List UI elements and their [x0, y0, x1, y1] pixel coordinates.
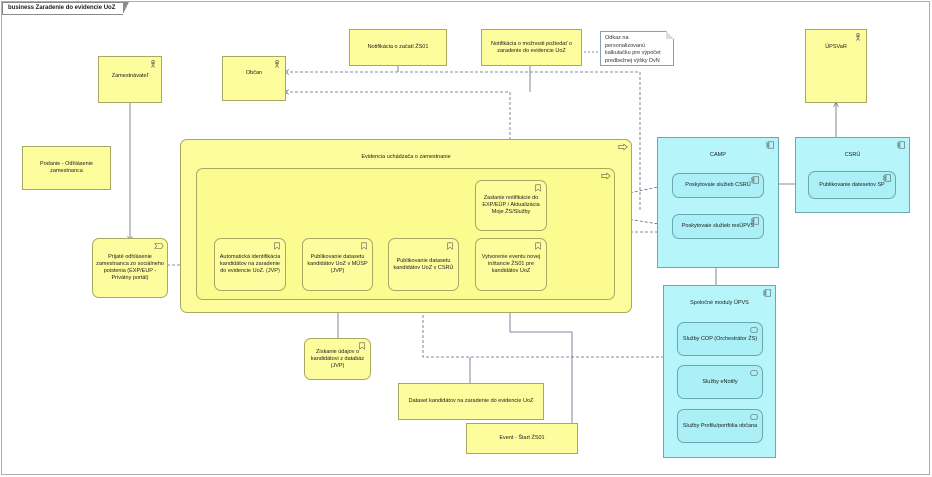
function-icon [274, 242, 280, 250]
function-icon [535, 184, 541, 192]
function-icon [535, 242, 541, 250]
component-icon [751, 176, 759, 184]
step-label: Zaslanie notifikácie do EXP/EÚP / Aktual… [482, 195, 540, 215]
step-publikovanie-csru[interactable]: Publikovanie datasetu kandidátov UoZ v C… [388, 238, 459, 291]
process-arrow-icon [618, 143, 628, 151]
step-label: Publikovanie datasetu kandidátov UoZ v M… [307, 254, 368, 274]
component-icon [751, 217, 759, 225]
actor-obcan[interactable]: Občan [222, 56, 286, 101]
flow-zaslanie-obcan [285, 92, 511, 180]
actor-icon [151, 60, 155, 68]
service-cop[interactable]: Služby COP (Orchestrátor ŽS) [677, 322, 763, 356]
component-camp-title: CAMP [710, 152, 726, 158]
service-profil[interactable]: Služby Profilu/portfólia občana [677, 409, 763, 443]
component-icon [897, 141, 905, 149]
actor-obcan-label: Občan [245, 70, 263, 76]
component-icon [750, 414, 758, 420]
note-kalkulacka-text: Odkaz na personalizovanú kalkulačku pre … [605, 35, 661, 64]
object-notif-zaciatok-label: Notifikácia o začatí ŽS01 [367, 44, 429, 50]
object-podanie-label: Podanie - Odhlásenie zamestnanca [40, 161, 93, 174]
event-icon [154, 243, 164, 249]
step-label: Automatická identifikácia kandidátov na … [219, 254, 281, 274]
diagram-title: business Zaradenie do evidencie UoZ [2, 2, 130, 15]
step-ziskanie-label: Získanie údajov o kandidátovi z databáz … [310, 348, 365, 369]
service-upvs-label: Poskytovaie služieb resÚPVS [681, 223, 755, 229]
component-upvs-title: Spoločné moduly ÚPVS [690, 300, 749, 306]
service-publikovanie-sp[interactable]: Publikovanie datesetov SP [808, 171, 896, 199]
actor-upsvar-label: ÚPSVaR [825, 44, 847, 50]
object-notif-moznost-label: Notifikácia o možnosti požiedať o zarade… [491, 40, 572, 54]
step-ziskanie-udajov[interactable]: Získanie údajov o kandidátovi z databáz … [304, 338, 371, 380]
service-publikovanie-sp-label: Publikovanie datesetov SP [819, 181, 885, 188]
actor-icon [856, 33, 860, 41]
function-icon [359, 342, 365, 350]
object-notif-moznost[interactable]: Notifikácia o možnosti požiedať o zarade… [481, 29, 582, 66]
object-dataset[interactable]: Dataset kandidátov na zaradenie do evide… [398, 383, 544, 420]
function-icon [447, 242, 453, 250]
process-evidencia-label: Evidencia uchádzača o zamestnanie [361, 154, 451, 160]
actor-zamestnavatel-label: Zamestnávateľ [111, 73, 149, 79]
object-notif-zaciatok[interactable]: Notifikácia o začatí ŽS01 [349, 29, 447, 66]
component-icon [766, 141, 774, 149]
function-icon [361, 242, 367, 250]
service-enotify-label: Služby eNotify [702, 378, 738, 385]
flow-to-upvs-service [619, 217, 672, 226]
component-camp[interactable]: CAMP [657, 137, 779, 268]
step-zaslanie-notifikacie[interactable]: Zaslanie notifikácie do EXP/EÚP / Aktual… [475, 180, 547, 231]
actor-icon [275, 60, 279, 68]
object-event-start-label: Event - Štart ŽS01 [499, 435, 545, 441]
object-dataset-label: Dataset kandidátov na zaradenie do evide… [408, 398, 534, 404]
flow-camp-obcan [285, 72, 641, 210]
object-podanie[interactable]: Podanie - Odhlásenie zamestnanca [22, 146, 111, 190]
step-label: Vytvorenie eventu novej inštancie ŽS01 p… [481, 254, 541, 274]
event-prijate-label: Prijaté odhlásenie zamestnanca zo sociál… [96, 254, 164, 281]
step-vytvorenie-eventu[interactable]: Vytvorenie eventu novej inštancie ŽS01 p… [475, 238, 547, 291]
step-label: Publikovanie datasetu kandidátov UoZ v C… [393, 257, 454, 271]
step-publikovanie-musp[interactable]: Publikovanie datasetu kandidátov UoZ v M… [302, 238, 373, 291]
event-prijate-odhlasenie[interactable]: Prijaté odhlásenie zamestnanca zo sociál… [92, 238, 168, 298]
component-icon [750, 370, 758, 376]
flow-to-csru-service [619, 184, 672, 196]
step-automaticka-identifikacia[interactable]: Automatická identifikácia kandidátov na … [214, 238, 286, 291]
actor-upsvar[interactable]: ÚPSVaR [805, 29, 867, 103]
component-icon [750, 327, 758, 333]
note-kalkulacka: Odkaz na personalizovanú kalkulačku pre … [600, 31, 674, 66]
object-event-start[interactable]: Event - Štart ŽS01 [466, 423, 578, 454]
service-profil-label: Služby Profilu/portfólia občana [682, 422, 758, 429]
process-arrow-icon [601, 172, 611, 180]
service-upvs[interactable]: Poskytovaie služieb resÚPVS [672, 214, 764, 239]
service-cop-label: Služby COP (Orchestrátor ŽS) [682, 335, 758, 342]
actor-zamestnavatel[interactable]: Zamestnávateľ [98, 56, 162, 103]
component-csru-title: CSRÚ [844, 152, 861, 158]
component-icon [883, 174, 891, 182]
service-csru-label: Poskytovaie služieb CSRÚ [685, 182, 751, 188]
service-enotify[interactable]: Služby eNotify [677, 365, 763, 399]
component-icon [763, 289, 771, 297]
service-csru[interactable]: Poskytovaie služieb CSRÚ [672, 173, 764, 198]
